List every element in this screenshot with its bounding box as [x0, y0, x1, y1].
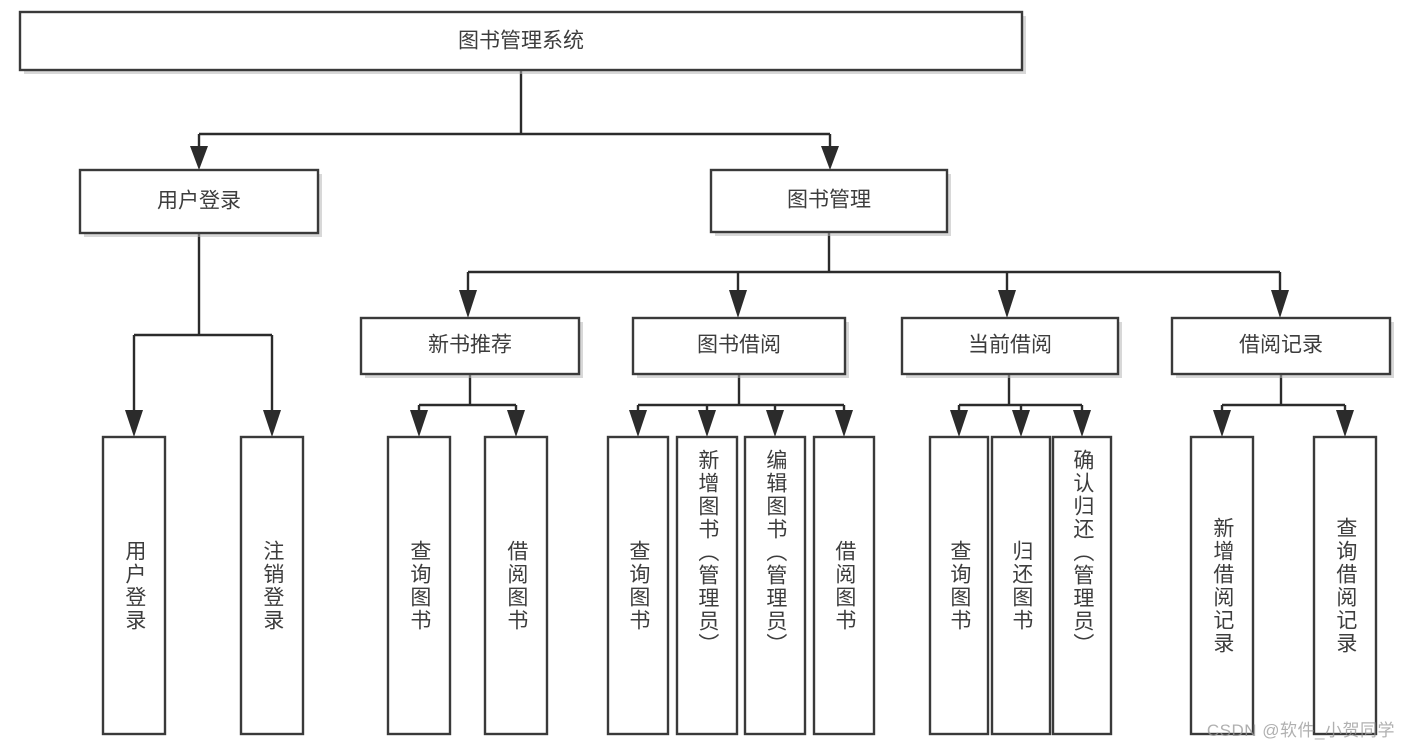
arrowhead-leaf-query-borrow-record	[1336, 410, 1354, 437]
connectors-group	[125, 70, 1354, 437]
arrowhead-user-login	[190, 146, 208, 170]
root-box[interactable]	[18, 10, 1024, 72]
arrowhead-leaf-borrow-book-new	[507, 410, 525, 437]
leaf-box-add-borrow-record[interactable]	[1189, 435, 1255, 736]
arrowhead-book-management	[821, 146, 839, 170]
new-book-recommend-label: 新书推荐	[428, 334, 512, 357]
new-book-recommend-box[interactable]	[359, 316, 581, 376]
leaf-box-return-book[interactable]	[990, 435, 1052, 736]
book-borrow-label: 图书借阅	[697, 334, 781, 357]
arrowhead-leaf-user-login	[125, 410, 143, 437]
book-borrow-box[interactable]	[631, 316, 847, 376]
leaf-box-query-book-new[interactable]	[386, 435, 452, 736]
arrowhead-leaf-add-borrow-record	[1213, 410, 1231, 437]
book-management-label: 图书管理	[787, 189, 871, 212]
arrowhead-leaf-confirm-return	[1073, 410, 1091, 437]
arrowhead-leaf-logout	[263, 410, 281, 437]
arrowhead-leaf-query-book-current	[950, 410, 968, 437]
node-book-borrow[interactable]: 图书借阅	[631, 316, 849, 378]
leaf-box-edit-book-admin[interactable]	[743, 435, 807, 736]
user-login-box[interactable]	[78, 168, 320, 235]
arrowhead-new-book-recommend	[459, 290, 477, 318]
leaf-boxes-group	[101, 435, 1378, 736]
user-login-label: 用户登录	[157, 190, 241, 213]
leaf-box-logout[interactable]	[239, 435, 305, 736]
borrow-record-box[interactable]	[1170, 316, 1392, 376]
borrow-record-label: 借阅记录	[1239, 334, 1323, 357]
node-borrow-record[interactable]: 借阅记录	[1170, 316, 1394, 378]
leaf-box-borrow-book[interactable]	[812, 435, 876, 736]
node-book-management[interactable]: 图书管理	[709, 168, 951, 236]
current-borrow-label: 当前借阅	[968, 334, 1052, 357]
arrowhead-leaf-add-book-admin	[698, 410, 716, 437]
node-current-borrow[interactable]: 当前借阅	[900, 316, 1122, 378]
leaf-box-query-book-current[interactable]	[928, 435, 990, 736]
leaf-box-query-book-borrow[interactable]	[606, 435, 670, 736]
arrowhead-leaf-edit-book-admin	[766, 410, 784, 437]
node-user-login[interactable]: 用户登录	[78, 168, 322, 237]
leaf-box-user-login[interactable]	[101, 435, 167, 736]
book-management-box[interactable]	[709, 168, 949, 234]
leaf-box-borrow-book-new[interactable]	[483, 435, 549, 736]
arrowhead-leaf-query-book-new	[410, 410, 428, 437]
root-label: 图书管理系统	[458, 30, 584, 53]
arrowhead-leaf-borrow-book	[835, 410, 853, 437]
csdn-watermark: CSDN @软件_小贺同学	[1206, 721, 1395, 740]
leaf-box-query-borrow-record[interactable]	[1312, 435, 1378, 736]
node-root[interactable]: 图书管理系统	[18, 10, 1026, 74]
arrowhead-current-borrow	[998, 290, 1016, 318]
arrowhead-book-borrow	[729, 290, 747, 318]
arrowhead-borrow-record	[1271, 290, 1289, 318]
arrowhead-leaf-query-book-borrow	[629, 410, 647, 437]
arrowhead-leaf-return-book	[1012, 410, 1030, 437]
leaf-box-confirm-return[interactable]	[1051, 435, 1113, 736]
leaf-box-add-book-admin[interactable]	[675, 435, 739, 736]
node-new-book-recommend[interactable]: 新书推荐	[359, 316, 583, 378]
current-borrow-box[interactable]	[900, 316, 1120, 376]
